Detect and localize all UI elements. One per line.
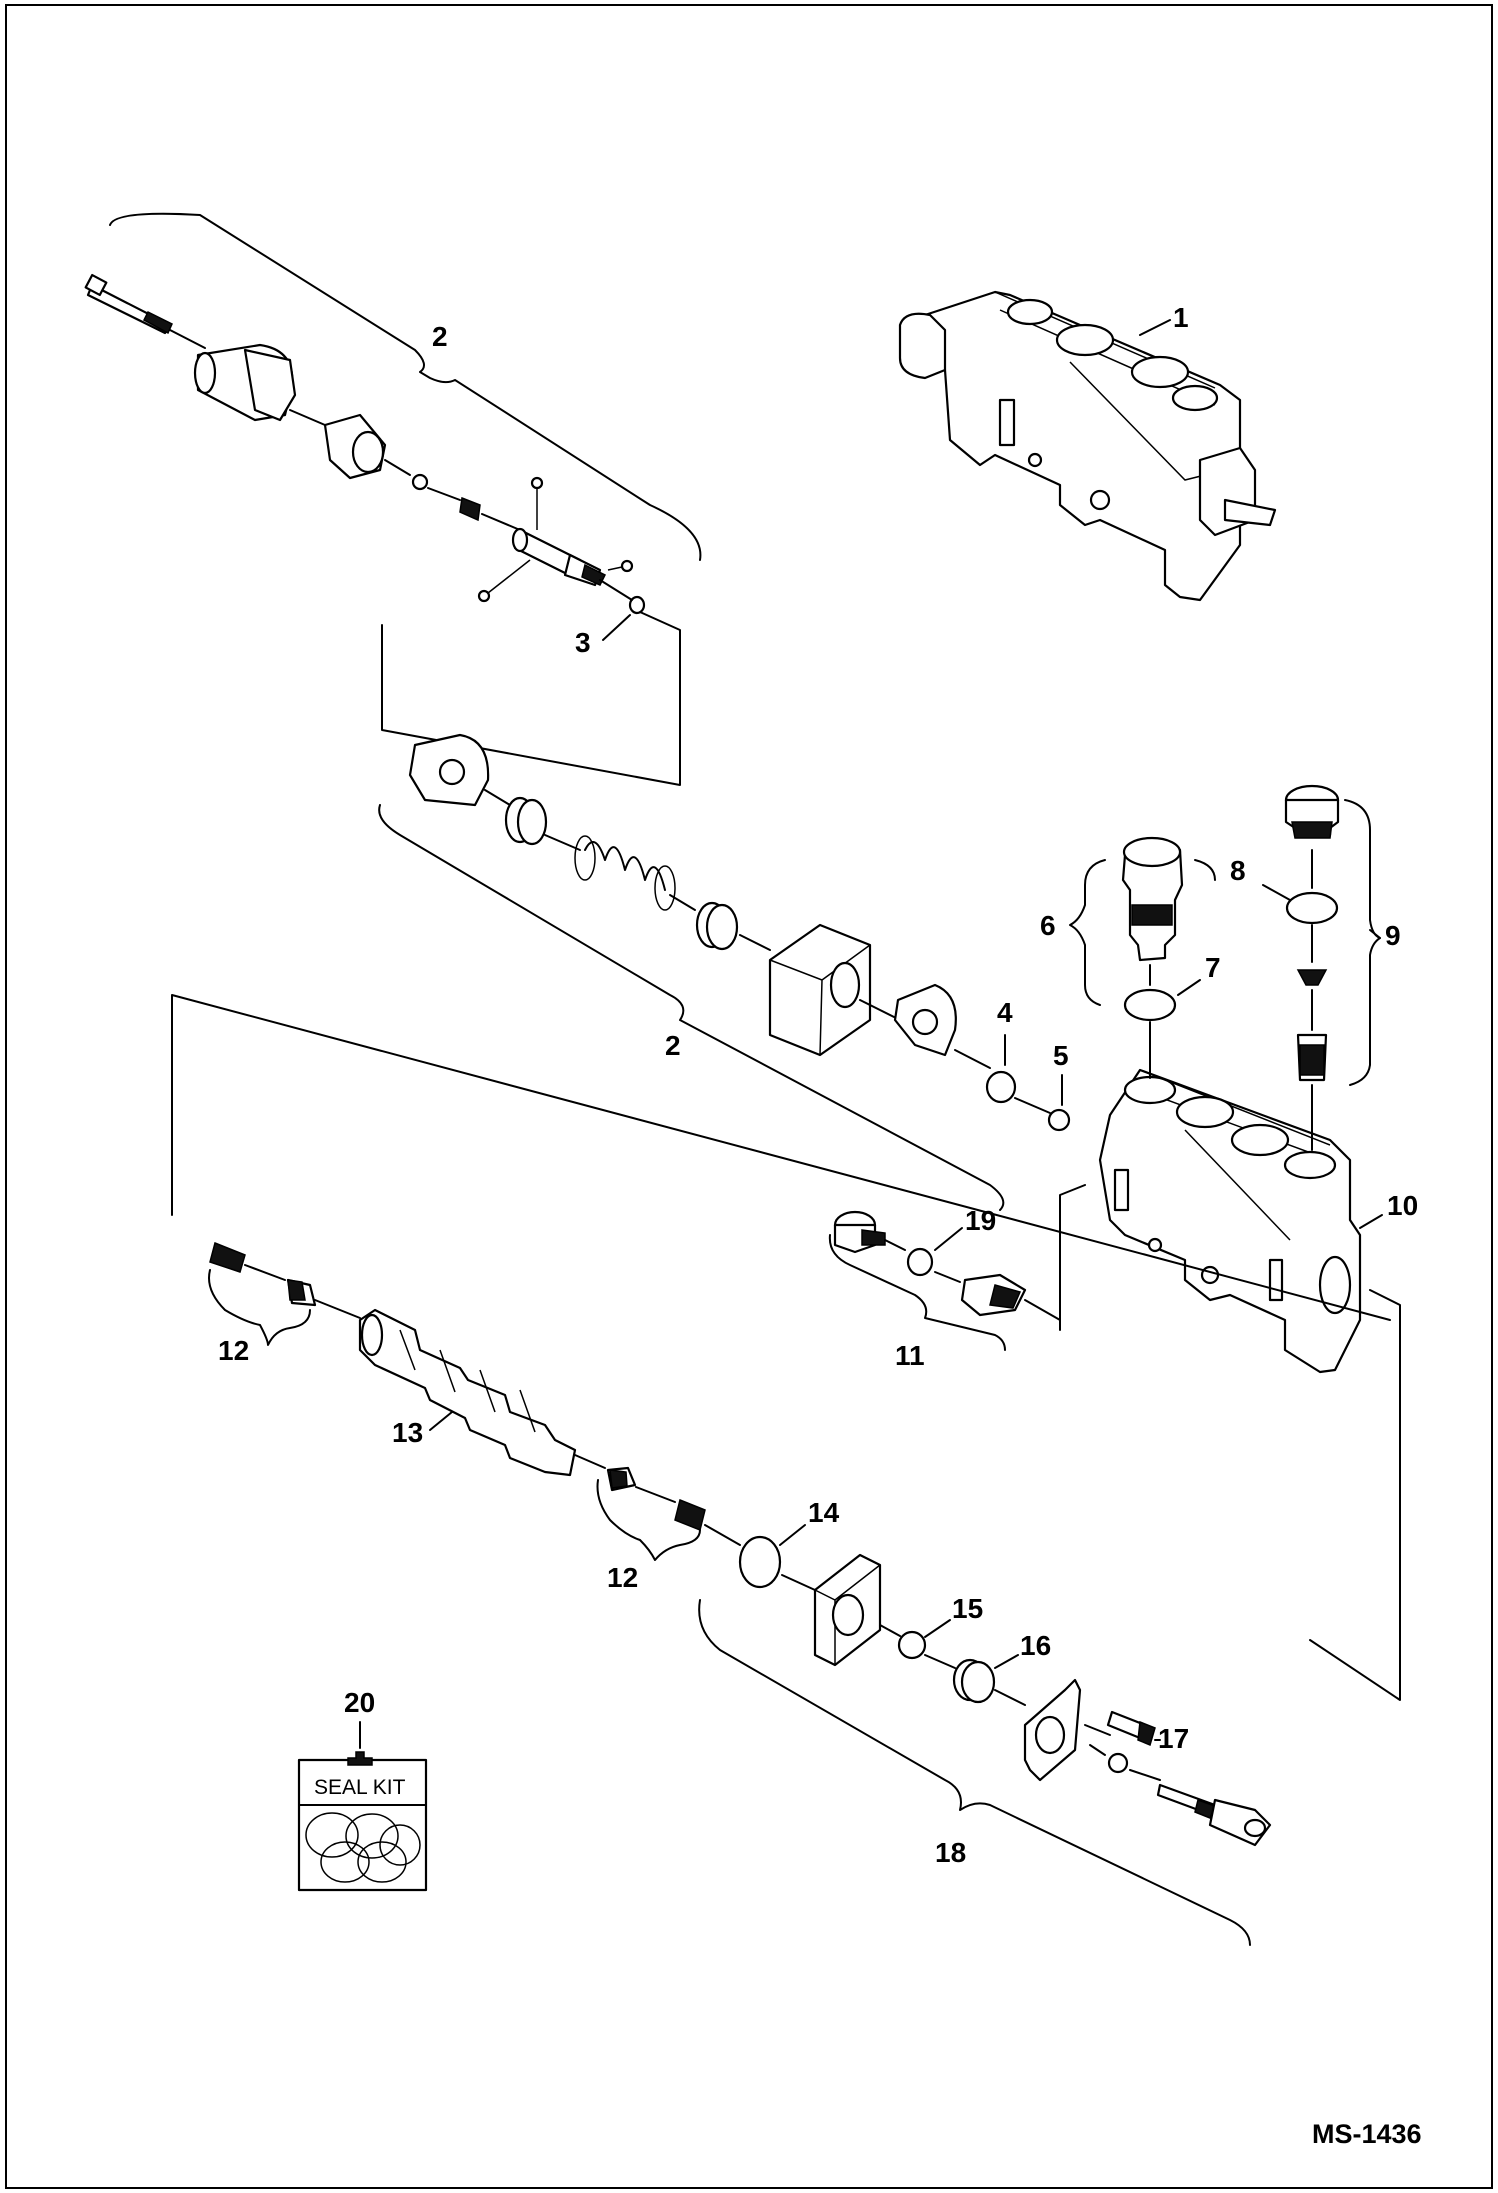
end-cap-part — [193, 343, 297, 422]
callout-4: 4 — [997, 997, 1013, 1028]
port-plug-part — [833, 1210, 886, 1254]
centering-spring-part — [574, 835, 676, 911]
page-frame — [5, 4, 1493, 2189]
cover-plate-part — [1023, 1678, 1082, 1782]
linkage-pin-part — [1156, 1783, 1272, 1847]
spring-retainer-plate-part — [408, 733, 490, 807]
callout-17: 17 — [1158, 1723, 1189, 1754]
cap-screw-part — [1106, 1710, 1156, 1747]
detent-plunger-part — [511, 527, 607, 587]
callout-2-top: 2 — [432, 321, 448, 352]
spool-cap-part-right — [606, 1466, 637, 1492]
spool-cap-part-left — [286, 1278, 317, 1307]
valve-section-assembly-part — [898, 290, 1277, 602]
o-ring-part-17 — [1107, 1752, 1129, 1774]
o-ring-part-19 — [906, 1247, 934, 1277]
spring-seat-lower-part — [695, 901, 739, 951]
detent-bolt-part — [84, 273, 173, 335]
callout-14: 14 — [808, 1497, 840, 1528]
callout-3: 3 — [575, 627, 591, 658]
callout-7: 7 — [1205, 952, 1221, 983]
detent-bushing-part — [323, 413, 387, 480]
seal-plate-part — [813, 1553, 882, 1667]
check-ball-part — [1296, 969, 1328, 986]
end-plate-part — [893, 983, 957, 1057]
spring-seat-part — [504, 796, 548, 846]
o-ring-part-14 — [738, 1535, 782, 1589]
spool-spring-part-left — [209, 1241, 246, 1273]
wiper-seal-part-16 — [952, 1658, 996, 1704]
valve-body-part — [1098, 1068, 1362, 1374]
seal-kit-package — [297, 1751, 428, 1892]
o-ring-part-8 — [1285, 891, 1339, 925]
callout-13: 13 — [392, 1417, 423, 1448]
callout-19: 19 — [965, 1205, 996, 1236]
callout-1: 1 — [1173, 302, 1189, 333]
callout-5: 5 — [1053, 1040, 1069, 1071]
check-poppet-part — [1296, 1033, 1328, 1082]
callout-16: 16 — [1020, 1630, 1051, 1661]
o-ring-part-15 — [897, 1630, 927, 1660]
o-ring-part-7 — [1123, 988, 1177, 1022]
callout-15: 15 — [952, 1593, 983, 1624]
callout-2-middle: 2 — [665, 1030, 681, 1061]
callout-9: 9 — [1385, 920, 1401, 951]
callout-12-right: 12 — [607, 1562, 638, 1593]
o-ring-part-3 — [628, 595, 646, 615]
load-check-part — [960, 1273, 1027, 1317]
callout-18: 18 — [935, 1837, 966, 1868]
plug-part — [1284, 784, 1340, 839]
relief-valve-cartridge-part — [1121, 836, 1184, 962]
callout-6: 6 — [1040, 910, 1056, 941]
seal-kit-label: SEAL KIT — [314, 1776, 406, 1799]
callout-11: 11 — [895, 1340, 925, 1371]
spool-spring-part-right — [674, 1498, 706, 1532]
spool-part — [358, 1308, 577, 1477]
callout-10: 10 — [1387, 1190, 1418, 1221]
o-ring-part-5 — [1047, 1108, 1071, 1132]
callout-12-left: 12 — [218, 1335, 249, 1366]
callout-20: 20 — [344, 1687, 375, 1718]
callout-8: 8 — [1230, 855, 1246, 886]
drawing-code: MS-1436 — [1312, 2119, 1422, 2149]
seal-part-4 — [985, 1070, 1017, 1104]
spring-housing-part — [768, 923, 872, 1057]
